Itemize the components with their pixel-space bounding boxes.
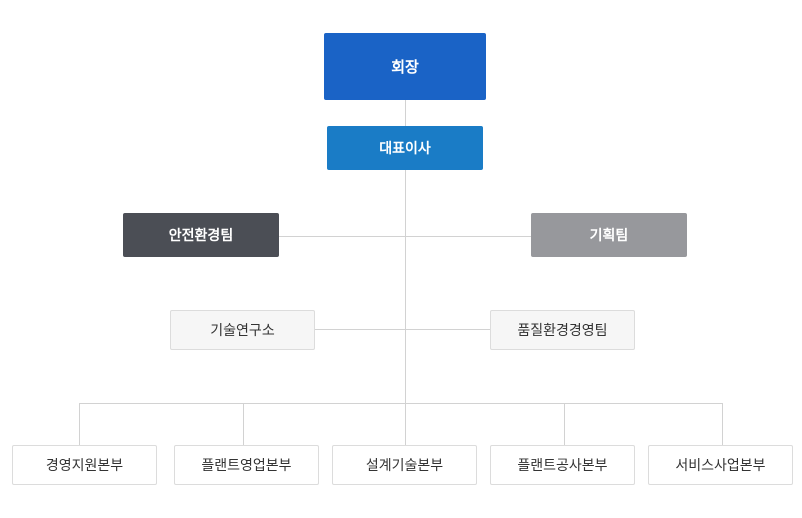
research-institute-box: 기술연구소 — [170, 310, 315, 350]
division-box-plant-construction: 플랜트공사본부 — [490, 445, 635, 485]
division-box-service-business: 서비스사업본부 — [648, 445, 793, 485]
division-label: 서비스사업본부 — [675, 458, 766, 474]
chairman-box: 회장 — [324, 33, 486, 100]
planning-team-label: 기획팀 — [589, 228, 629, 244]
division-label: 경영지원본부 — [45, 458, 124, 474]
division-box-management-support: 경영지원본부 — [12, 445, 157, 485]
division-box-design-engineering: 설계기술본부 — [332, 445, 477, 485]
division-label: 설계기술본부 — [365, 458, 444, 474]
planning-team-box: 기획팀 — [531, 213, 687, 257]
quality-management-team-box: 품질환경경영팀 — [490, 310, 635, 350]
division-label: 플랜트영업본부 — [201, 458, 292, 474]
safety-environment-team-label: 안전환경팀 — [168, 228, 234, 244]
division-label: 플랜트공사본부 — [517, 458, 608, 474]
ceo-label: 대표이사 — [379, 141, 431, 157]
safety-environment-team-box: 안전환경팀 — [123, 213, 279, 257]
research-institute-label: 기술연구소 — [210, 323, 275, 339]
ceo-box: 대표이사 — [327, 126, 483, 170]
chairman-label: 회장 — [391, 58, 419, 76]
quality-management-team-label: 품질환경경영팀 — [517, 323, 608, 339]
division-box-plant-sales: 플랜트영업본부 — [174, 445, 319, 485]
